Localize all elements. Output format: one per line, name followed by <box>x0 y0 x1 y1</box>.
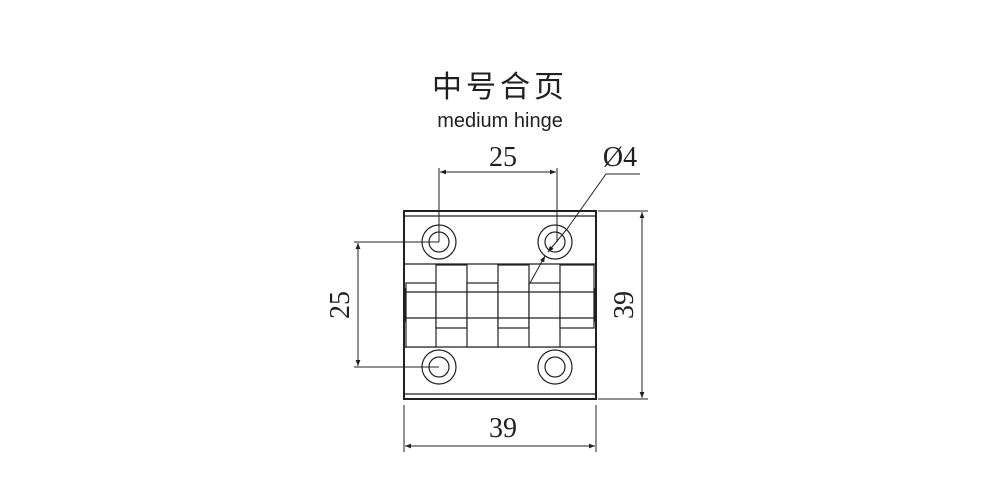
dim-hole-diameter: Ø4 <box>603 142 637 173</box>
dim-left-hole-spacing: 25 <box>325 291 356 319</box>
title-english: medium hinge <box>437 110 563 132</box>
dim-overall-width: 39 <box>489 413 517 444</box>
hinge-body <box>403 210 597 400</box>
dim-top-hole-spacing: 25 <box>489 142 517 173</box>
knuckles <box>403 264 597 348</box>
dimension-lines <box>354 168 648 452</box>
dim-overall-height: 39 <box>609 291 640 319</box>
title-chinese: 中号合页 <box>432 70 568 105</box>
